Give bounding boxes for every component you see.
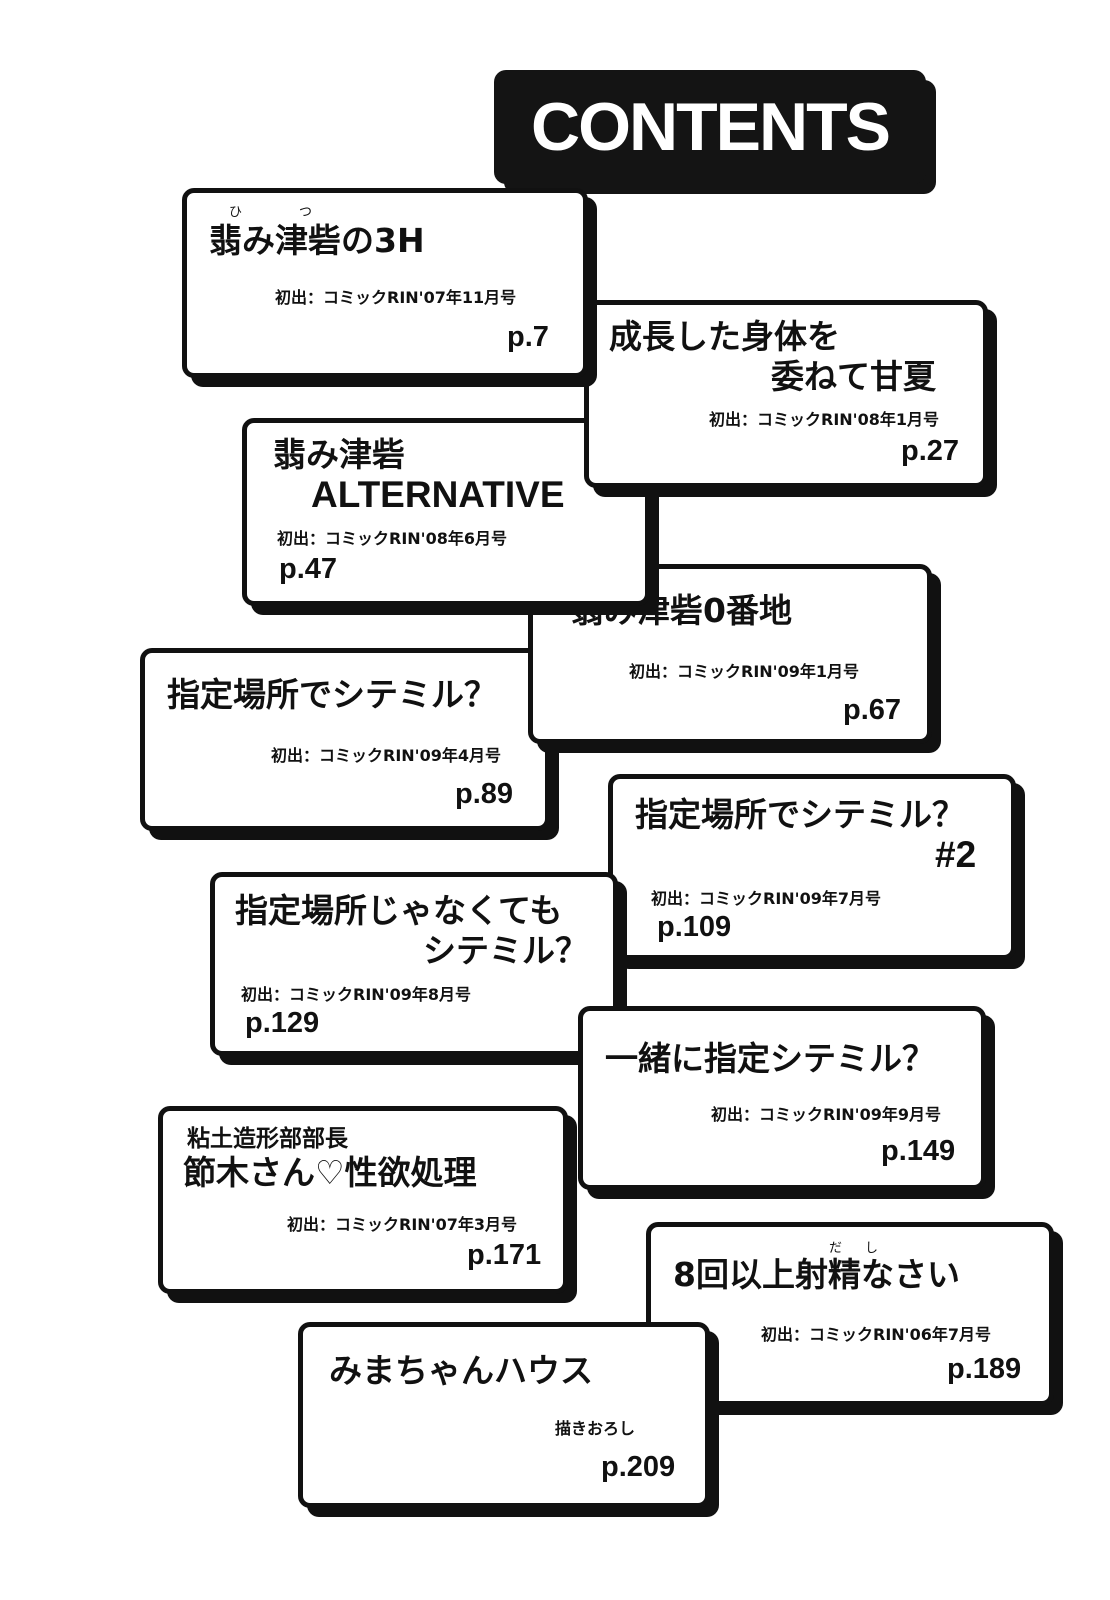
entry-first-appearance: 描きおろし [555, 1419, 636, 1438]
entry-page-number: p.209 [601, 1451, 676, 1483]
contents-header: CONTENTS [494, 70, 926, 184]
entry-title-line1: 成長した身体を [609, 317, 840, 356]
toc-entry-p171[interactable]: 粘土造形部部長 節木さん♡性欲処理 初出：コミックRIN'07年3月号 p.17… [158, 1106, 568, 1294]
entry-title: 8回以上射精なさい [673, 1255, 960, 1294]
toc-entry-p7[interactable]: ひ つ 翡み津砦の3H 初出：コミックRIN'07年11月号 p.7 [182, 188, 588, 378]
entry-first-appearance: 初出：コミックRIN'09年7月号 [651, 889, 881, 908]
toc-entry-p67[interactable]: 翡み津砦0番地 初出：コミックRIN'09年1月号 p.67 [528, 564, 932, 744]
entry-subtitle: 粘土造形部部長 [187, 1126, 348, 1152]
entry-first-appearance: 初出：コミックRIN'09年8月号 [241, 985, 471, 1004]
entry-title: 翡み津砦の3H [209, 221, 425, 260]
entry-title-line2: シテミル？ [423, 931, 588, 970]
entry-title-line1: 翡み津砦 [273, 435, 405, 474]
toc-entry-p129[interactable]: 指定場所じゃなくても シテミル？ 初出：コミックRIN'09年8月号 p.129 [210, 872, 618, 1056]
entry-title: 節木さん♡性欲処理 [183, 1153, 477, 1192]
toc-entry-p149[interactable]: 一緒に指定シテミル？ 初出：コミックRIN'09年9月号 p.149 [578, 1006, 986, 1190]
entry-page-number: p.149 [881, 1135, 956, 1167]
entry-page-number: p.189 [947, 1353, 1022, 1385]
toc-entry-p109[interactable]: 指定場所でシテミル？ #2 初出：コミックRIN'09年7月号 p.109 [608, 774, 1016, 960]
toc-entry-p209[interactable]: みまちゃんハウス 描きおろし p.209 [298, 1322, 710, 1508]
toc-entry-p89[interactable]: 指定場所でシテミル？ 初出：コミックRIN'09年4月号 p.89 [140, 648, 550, 831]
entry-first-appearance: 初出：コミックRIN'09年1月号 [629, 662, 859, 681]
entry-title-line1: 指定場所じゃなくても [235, 891, 563, 930]
entry-page-number: p.129 [245, 1007, 320, 1039]
entry-title-line2: ALTERNATIVE [311, 474, 565, 515]
entry-first-appearance: 初出：コミックRIN'09年4月号 [271, 746, 501, 765]
entry-first-appearance: 初出：コミックRIN'07年3月号 [287, 1215, 517, 1234]
entry-page-number: p.89 [455, 778, 514, 810]
entry-page-number: p.67 [843, 694, 902, 726]
page-title: CONTENTS [531, 89, 891, 165]
entry-title-line2: #2 [935, 834, 977, 875]
entry-title-line2: 委ねて甘夏 [771, 357, 936, 396]
toc-entry-p27[interactable]: 成長した身体を 委ねて甘夏 初出：コミックRIN'08年1月号 p.27 [584, 300, 988, 488]
entry-title: 指定場所でシテミル？ [167, 675, 497, 714]
entry-first-appearance: 初出：コミックRIN'06年7月号 [761, 1325, 991, 1344]
entry-page-number: p.47 [279, 553, 338, 585]
entry-page-number: p.109 [657, 911, 732, 943]
entry-first-appearance: 初出：コミックRIN'08年1月号 [709, 410, 939, 429]
entry-page-number: p.7 [507, 321, 549, 353]
entry-page-number: p.27 [901, 435, 960, 467]
entry-title-line1: 指定場所でシテミル？ [635, 795, 965, 834]
ruby-hi: ひ [229, 205, 243, 220]
entry-first-appearance: 初出：コミックRIN'09年9月号 [711, 1105, 941, 1124]
entry-first-appearance: 初出：コミックRIN'08年6月号 [277, 529, 507, 548]
ruby-tsu: つ [299, 205, 313, 220]
entry-first-appearance: 初出：コミックRIN'07年11月号 [275, 288, 517, 307]
toc-entry-p47[interactable]: 翡み津砦 ALTERNATIVE 初出：コミックRIN'08年6月号 p.47 [242, 418, 650, 606]
toc-entry-p189[interactable]: だ し 8回以上射精なさい 初出：コミックRIN'06年7月号 p.189 [646, 1222, 1054, 1406]
entry-title: 一緒に指定シテミル？ [605, 1039, 935, 1078]
entry-page-number: p.171 [467, 1239, 542, 1271]
ruby-da: だ [829, 1241, 843, 1256]
entry-title: みまちゃんハウス [329, 1351, 593, 1390]
ruby-shi: し [865, 1241, 879, 1256]
